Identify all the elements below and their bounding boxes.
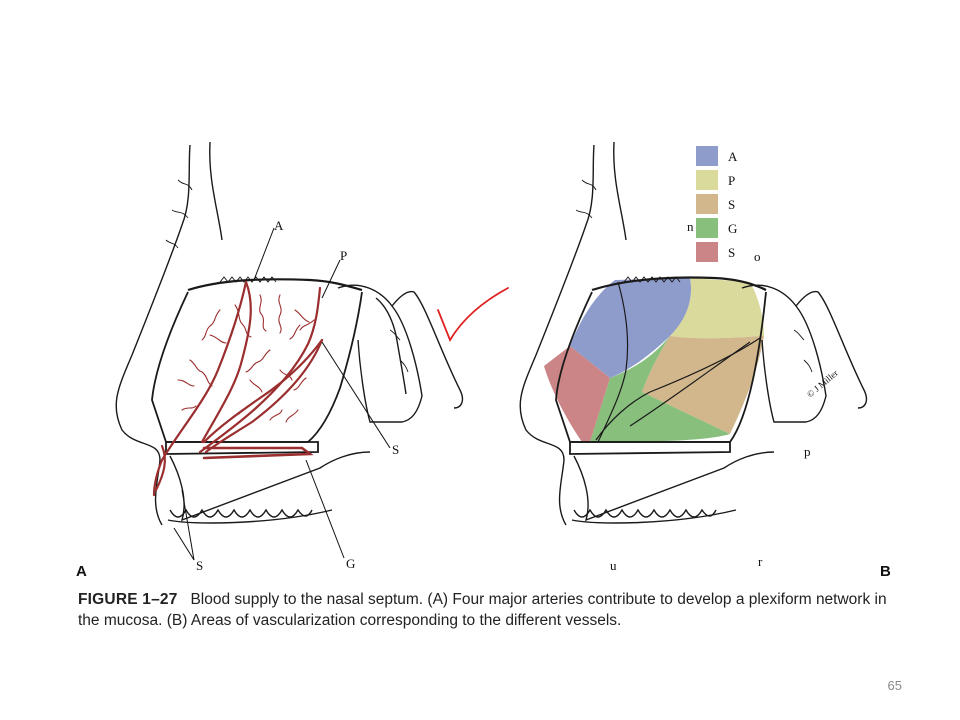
- legend-swatch-a: [696, 146, 718, 166]
- label-g-greater-palatine: G: [346, 556, 355, 571]
- panel-b-letter: B: [880, 563, 891, 580]
- panel-b-mark-u: u: [610, 558, 617, 573]
- legend-swatch-p: [696, 170, 718, 190]
- legend-label-g: G: [728, 221, 737, 236]
- label-p-posterior-ethmoidal: P: [340, 248, 347, 263]
- panel-b-mark-r: r: [758, 554, 763, 569]
- panel-b-mark-p: p: [804, 444, 811, 459]
- page-number: 65: [887, 678, 902, 693]
- label-s-sphenopalatine: S: [392, 442, 399, 457]
- arterial-branches: [177, 294, 315, 423]
- region-p-posterior-ethmoidal: [670, 278, 764, 339]
- legend-label-a: A: [728, 149, 738, 164]
- region-a-anterior-ethmoidal: [570, 278, 692, 378]
- panel-b-mark-n: n: [687, 219, 694, 234]
- figure-caption-text: Blood supply to the nasal septum. (A) Fo…: [78, 591, 887, 629]
- legend-label-s2: S: [728, 245, 735, 260]
- legend-swatch-s2: [696, 242, 718, 262]
- panel-a-illustration: [115, 141, 464, 526]
- legend-label-s: S: [728, 197, 735, 212]
- figure-label: FIGURE 1–27: [78, 591, 178, 608]
- red-checkmark-icon: [437, 287, 509, 343]
- legend-swatch-s: [696, 194, 718, 214]
- legend-swatch-g: [696, 218, 718, 238]
- panel-a-leader-lines: [173, 227, 391, 561]
- label-a-anterior-ethmoidal: A: [274, 218, 284, 233]
- nasal-septum-figure: A P S S G A: [76, 141, 891, 580]
- label-s-superior-labial: S: [196, 558, 203, 573]
- panel-b-illustration: [519, 141, 868, 526]
- figure-caption: FIGURE 1–27 Blood supply to the nasal se…: [78, 589, 898, 631]
- panel-b-legend: A P S G S: [696, 146, 738, 262]
- arterial-plexus: [152, 280, 324, 497]
- panel-b-mark-o: o: [754, 249, 761, 264]
- region-g-greater-palatine: [590, 336, 730, 442]
- panel-a-letter: A: [76, 563, 87, 580]
- artist-signature: © J Miller: [805, 368, 840, 400]
- legend-label-p: P: [728, 173, 735, 188]
- region-s-superior-labial: [544, 346, 610, 442]
- region-s-sphenopalatine: [642, 336, 764, 434]
